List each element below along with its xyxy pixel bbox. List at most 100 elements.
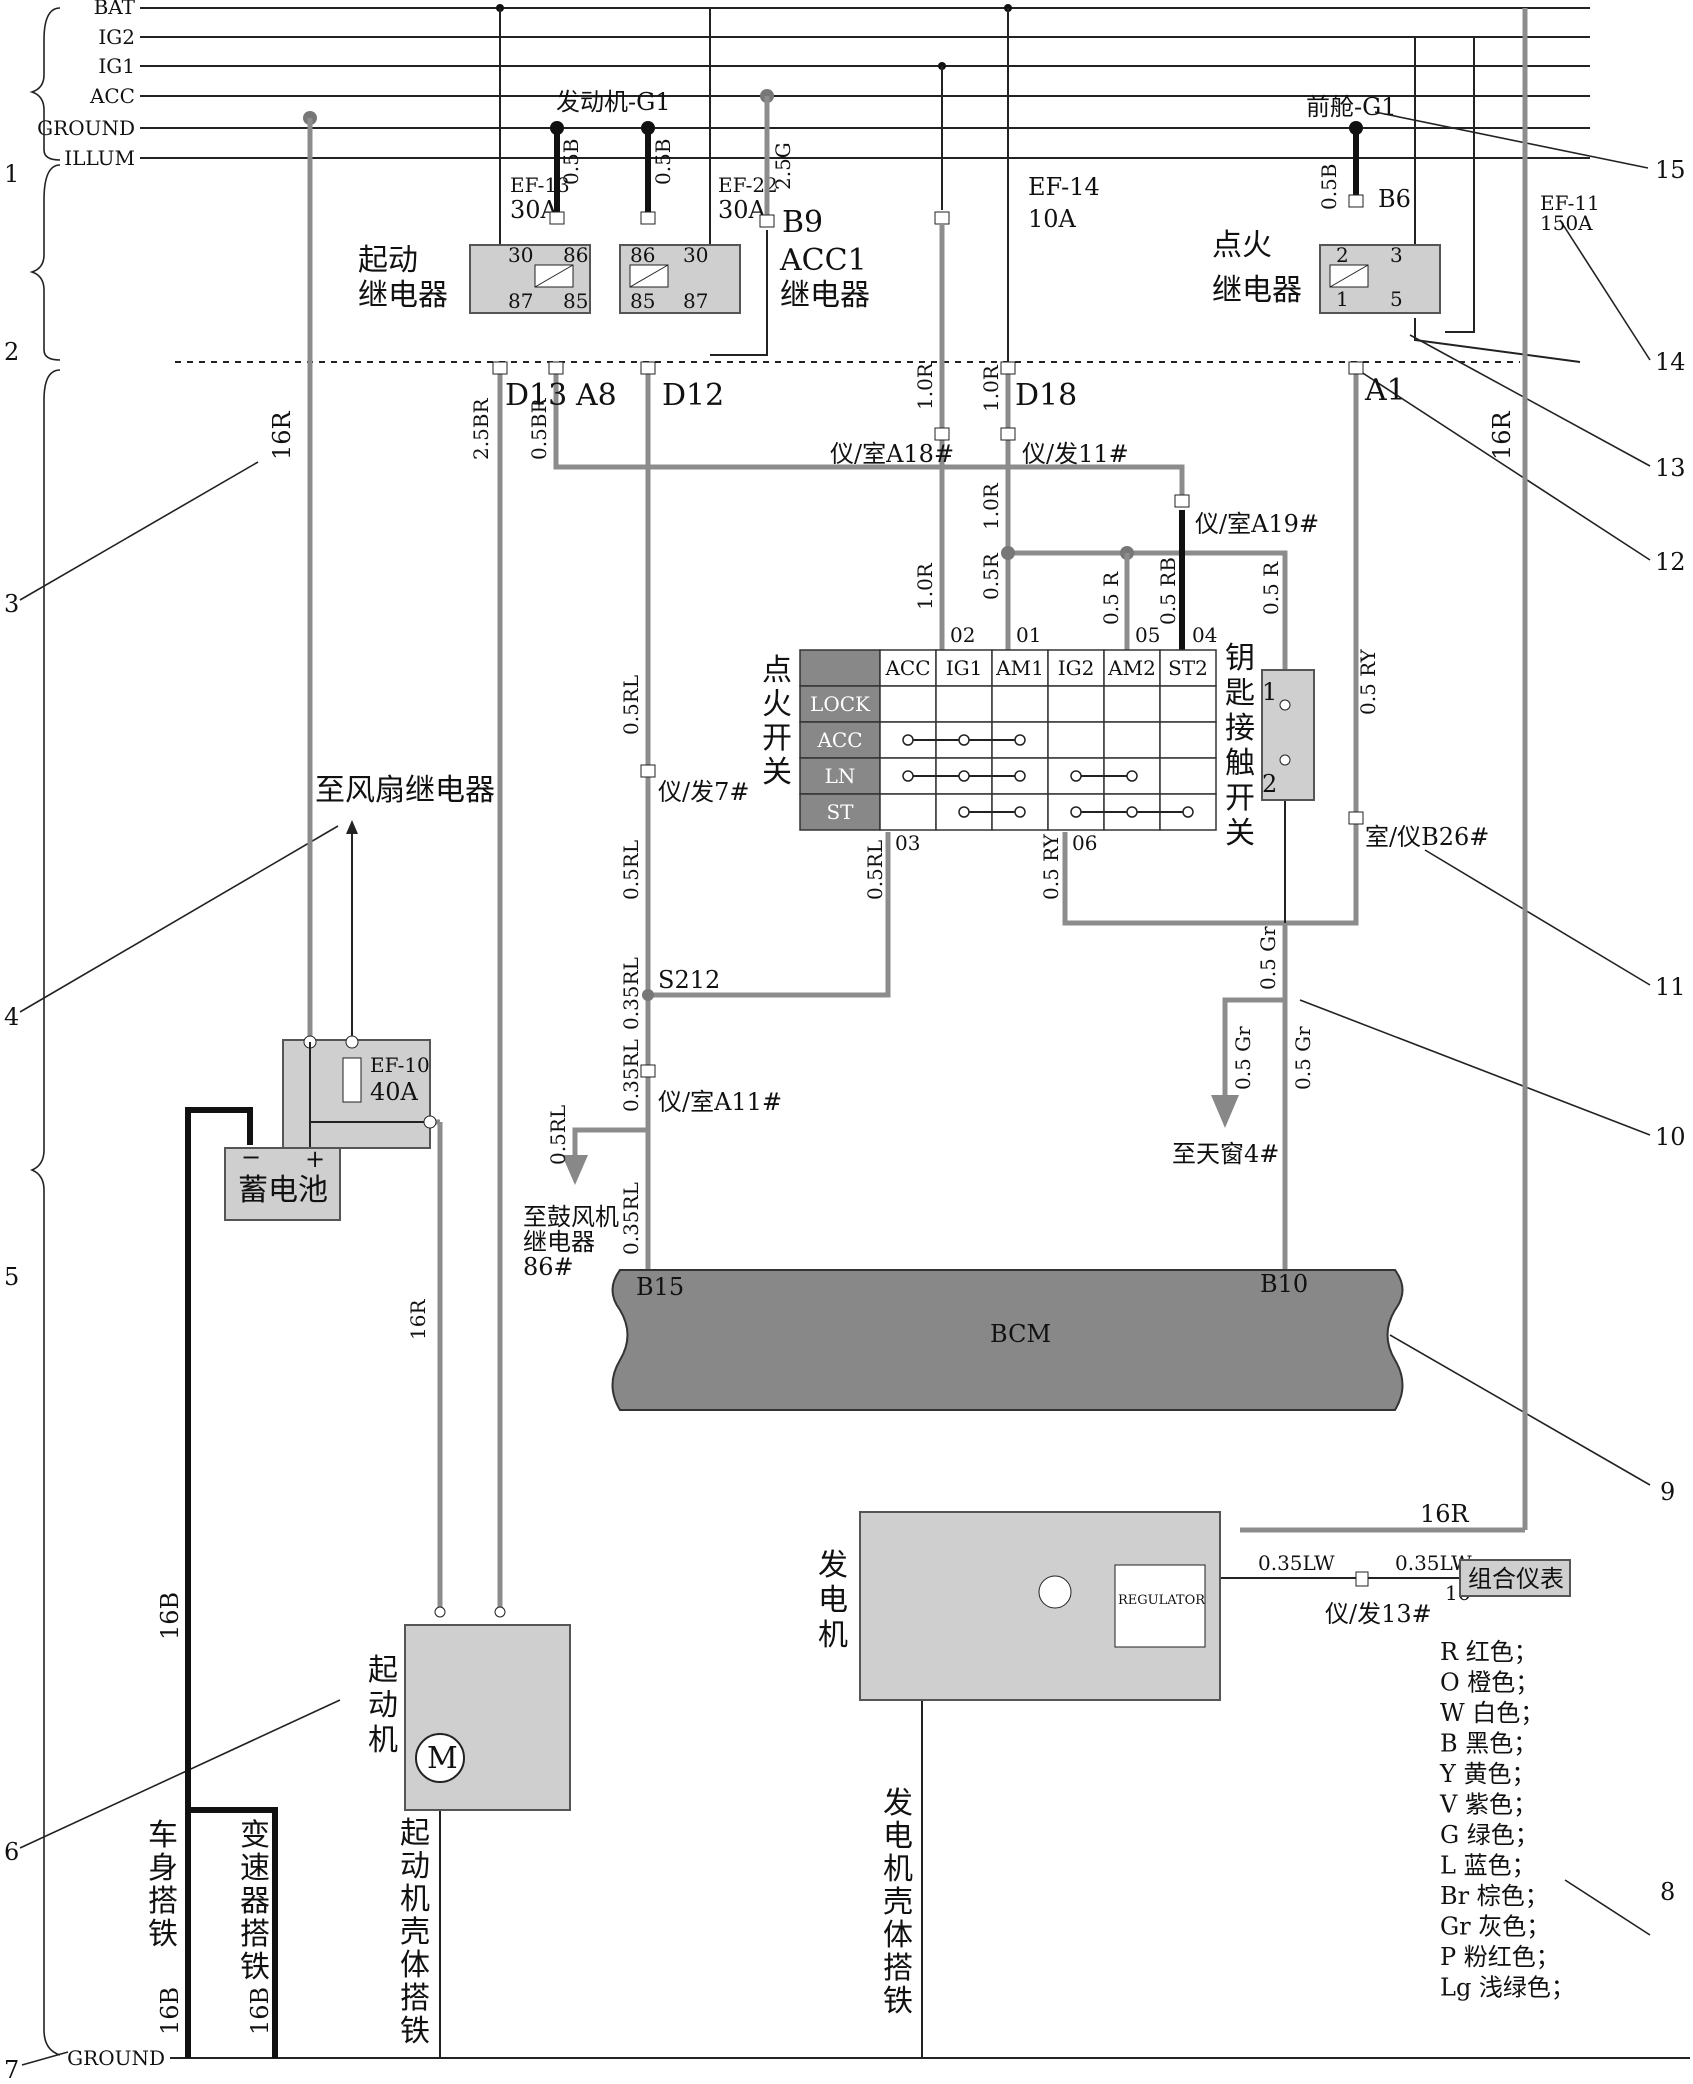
legend-item-4: Y 黄色； bbox=[1439, 1760, 1535, 1788]
gnd-starter-6: 搭 bbox=[400, 1981, 430, 2016]
key-title-3: 接 bbox=[1225, 711, 1255, 746]
conn-f11: 仪/发11# bbox=[1022, 440, 1129, 468]
ground-front: 前舱-G1 bbox=[1306, 93, 1397, 121]
wires: 16R 至风扇继电器 16R 2.5BR 16B 16B 16B 发动机-G1 … bbox=[156, 4, 1600, 2058]
legend-item-1: O 橙色； bbox=[1440, 1669, 1539, 1697]
wire-035rl-a: 0.35RL bbox=[619, 957, 643, 1030]
to-blower-3: 86# bbox=[523, 1253, 574, 1281]
fuse-ef22-rating: 30A bbox=[718, 196, 767, 224]
fuse-ef14-name: EF-14 bbox=[1028, 173, 1100, 201]
wire-16b-c: 16B bbox=[246, 1987, 274, 2035]
key-switch: 1 2 钥 匙 接 触 开 关 bbox=[1225, 641, 1315, 851]
legend-item-2: W 白色； bbox=[1440, 1699, 1544, 1727]
fuse-ef10-name: EF-10 bbox=[370, 1053, 430, 1077]
conn-d13: D13 bbox=[505, 378, 567, 413]
ign-pin-03: 03 bbox=[895, 831, 920, 855]
legend-item-11: Lg 浅绿色； bbox=[1440, 1974, 1575, 2002]
bcm: BCM B15 B10 bbox=[611, 1269, 1404, 1411]
gnd-body-3: 搭 bbox=[148, 1884, 178, 1919]
bcm-pin-b15: B15 bbox=[636, 1273, 684, 1301]
gnd-body-1: 车 bbox=[148, 1818, 178, 1853]
fuse-ef11-name: EF-11 bbox=[1540, 191, 1600, 215]
wire-25g: 2.5G bbox=[771, 142, 795, 190]
callout-5: 5 bbox=[4, 1263, 19, 1291]
wire-05b-c: 0.5B bbox=[1317, 163, 1341, 210]
wire-16r-left: 16R bbox=[268, 410, 296, 460]
regulator-label: REGULATOR bbox=[1118, 1593, 1206, 1608]
battery: 蓄电池 − + bbox=[224, 1143, 341, 1221]
fuse-ef11-rating: 150A bbox=[1540, 211, 1593, 235]
starter-motor: M 起 动 机 bbox=[368, 1606, 571, 1811]
key-title-2: 匙 bbox=[1225, 676, 1255, 711]
wire-10r-a: 1.0R bbox=[913, 362, 937, 410]
conn-b9: B9 bbox=[782, 205, 823, 240]
connector-symbols bbox=[492, 194, 1369, 1587]
ign-pin-06: 06 bbox=[1072, 831, 1097, 855]
ign-pin-04: 04 bbox=[1192, 623, 1217, 647]
starter-relay-line1: 起动 bbox=[358, 243, 418, 278]
generator: REGULATOR 发 电 机 bbox=[818, 1511, 1221, 1701]
generator-label-2: 电 bbox=[818, 1583, 848, 1618]
acc1-relay-pin-87: 87 bbox=[683, 289, 708, 313]
wire-05rl-c: 0.5RL bbox=[863, 840, 887, 900]
wire-16b-a: 16B bbox=[156, 1592, 184, 1640]
ign-relay-pin-5: 5 bbox=[1390, 287, 1403, 311]
conn-f7: 仪/发7# bbox=[658, 778, 749, 806]
color-legend: R 红色；O 橙色；W 白色；B 黑色；Y 黄色；V 紫色；G 绿色；L 蓝色；… bbox=[1439, 1638, 1575, 2002]
legend-item-3: B 黑色； bbox=[1440, 1730, 1537, 1758]
ign-col-3: IG2 bbox=[1058, 656, 1095, 680]
rail-ig2: IG2 bbox=[98, 25, 135, 49]
gnd-trans-4: 搭 bbox=[240, 1917, 270, 1952]
wire-05gr-b: 0.5 Gr bbox=[1231, 1026, 1255, 1090]
legend-item-0: R 红色； bbox=[1440, 1638, 1538, 1666]
wire-05rl-b: 0.5RL bbox=[619, 840, 643, 900]
key-switch-pin-2: 2 bbox=[1262, 770, 1277, 798]
callout-10: 10 bbox=[1655, 1123, 1686, 1151]
rail-ig1: IG1 bbox=[98, 54, 135, 78]
ign-row-2: LN bbox=[825, 764, 856, 788]
ign-relay-pin-1: 1 bbox=[1336, 287, 1349, 311]
generator-label-3: 机 bbox=[818, 1618, 848, 1653]
gnd-body-2: 身 bbox=[148, 1851, 178, 1886]
left-braces: 1 2 3 4 5 6 7 bbox=[4, 7, 341, 2084]
gnd-trans-5: 铁 bbox=[240, 1950, 270, 1985]
ign-title-2: 火 bbox=[762, 687, 792, 722]
legend-item-8: Br 棕色； bbox=[1440, 1882, 1549, 1910]
wire-25br: 2.5BR bbox=[469, 397, 493, 460]
gnd-trans-3: 器 bbox=[240, 1884, 270, 1919]
legend-item-9: Gr 灰色； bbox=[1440, 1913, 1550, 1941]
conn-a18: 仪/室A18# bbox=[830, 440, 954, 468]
wire-05br: 0.5BR bbox=[527, 397, 551, 460]
gnd-starter-3: 机 bbox=[400, 1882, 430, 1917]
ign-relay-pin-3: 3 bbox=[1390, 243, 1403, 267]
callout-15: 15 bbox=[1655, 156, 1686, 184]
legend-item-6: G 绿色； bbox=[1440, 1821, 1539, 1849]
fuse-box-ef10: EF-10 40A bbox=[282, 1035, 437, 1150]
ign-col-1: IG1 bbox=[946, 656, 983, 680]
wire-05ry-b: 0.5 RY bbox=[1356, 648, 1380, 715]
to-sunroof: 至天窗4# bbox=[1172, 1140, 1279, 1168]
callout-7: 7 bbox=[4, 2056, 19, 2084]
rail-ground: GROUND bbox=[37, 116, 135, 140]
ign-col-2: AM1 bbox=[995, 656, 1044, 680]
conn-a8: A8 bbox=[575, 378, 617, 413]
battery-label: 蓄电池 bbox=[238, 1173, 328, 1208]
rail-ground-bottom: GROUND bbox=[67, 2046, 165, 2070]
starter-relay-pin-86: 86 bbox=[563, 243, 588, 267]
to-blower-1: 至鼓风机 bbox=[523, 1203, 619, 1231]
ign-relay-pin-2: 2 bbox=[1336, 243, 1349, 267]
callout-2: 2 bbox=[4, 338, 19, 366]
wire-05gr-a: 0.5 Gr bbox=[1256, 926, 1280, 990]
ign-relay-line1: 点火 bbox=[1212, 228, 1272, 263]
wire-05rl-a: 0.5RL bbox=[619, 675, 643, 735]
gnd-trans-2: 速 bbox=[240, 1851, 270, 1886]
wire-05b-b: 0.5B bbox=[651, 138, 675, 185]
starter-relay-pin-30: 30 bbox=[508, 243, 533, 267]
callout-6: 6 bbox=[4, 1838, 19, 1866]
wire-16r-gen: 16R bbox=[1420, 1500, 1470, 1528]
wire-035lw-a: 0.35LW bbox=[1258, 1551, 1335, 1575]
starter-relay-pin-87: 87 bbox=[508, 289, 533, 313]
fuse-ef10-rating: 40A bbox=[370, 1078, 419, 1106]
conn-b26: 室/仪B26# bbox=[1365, 823, 1489, 851]
